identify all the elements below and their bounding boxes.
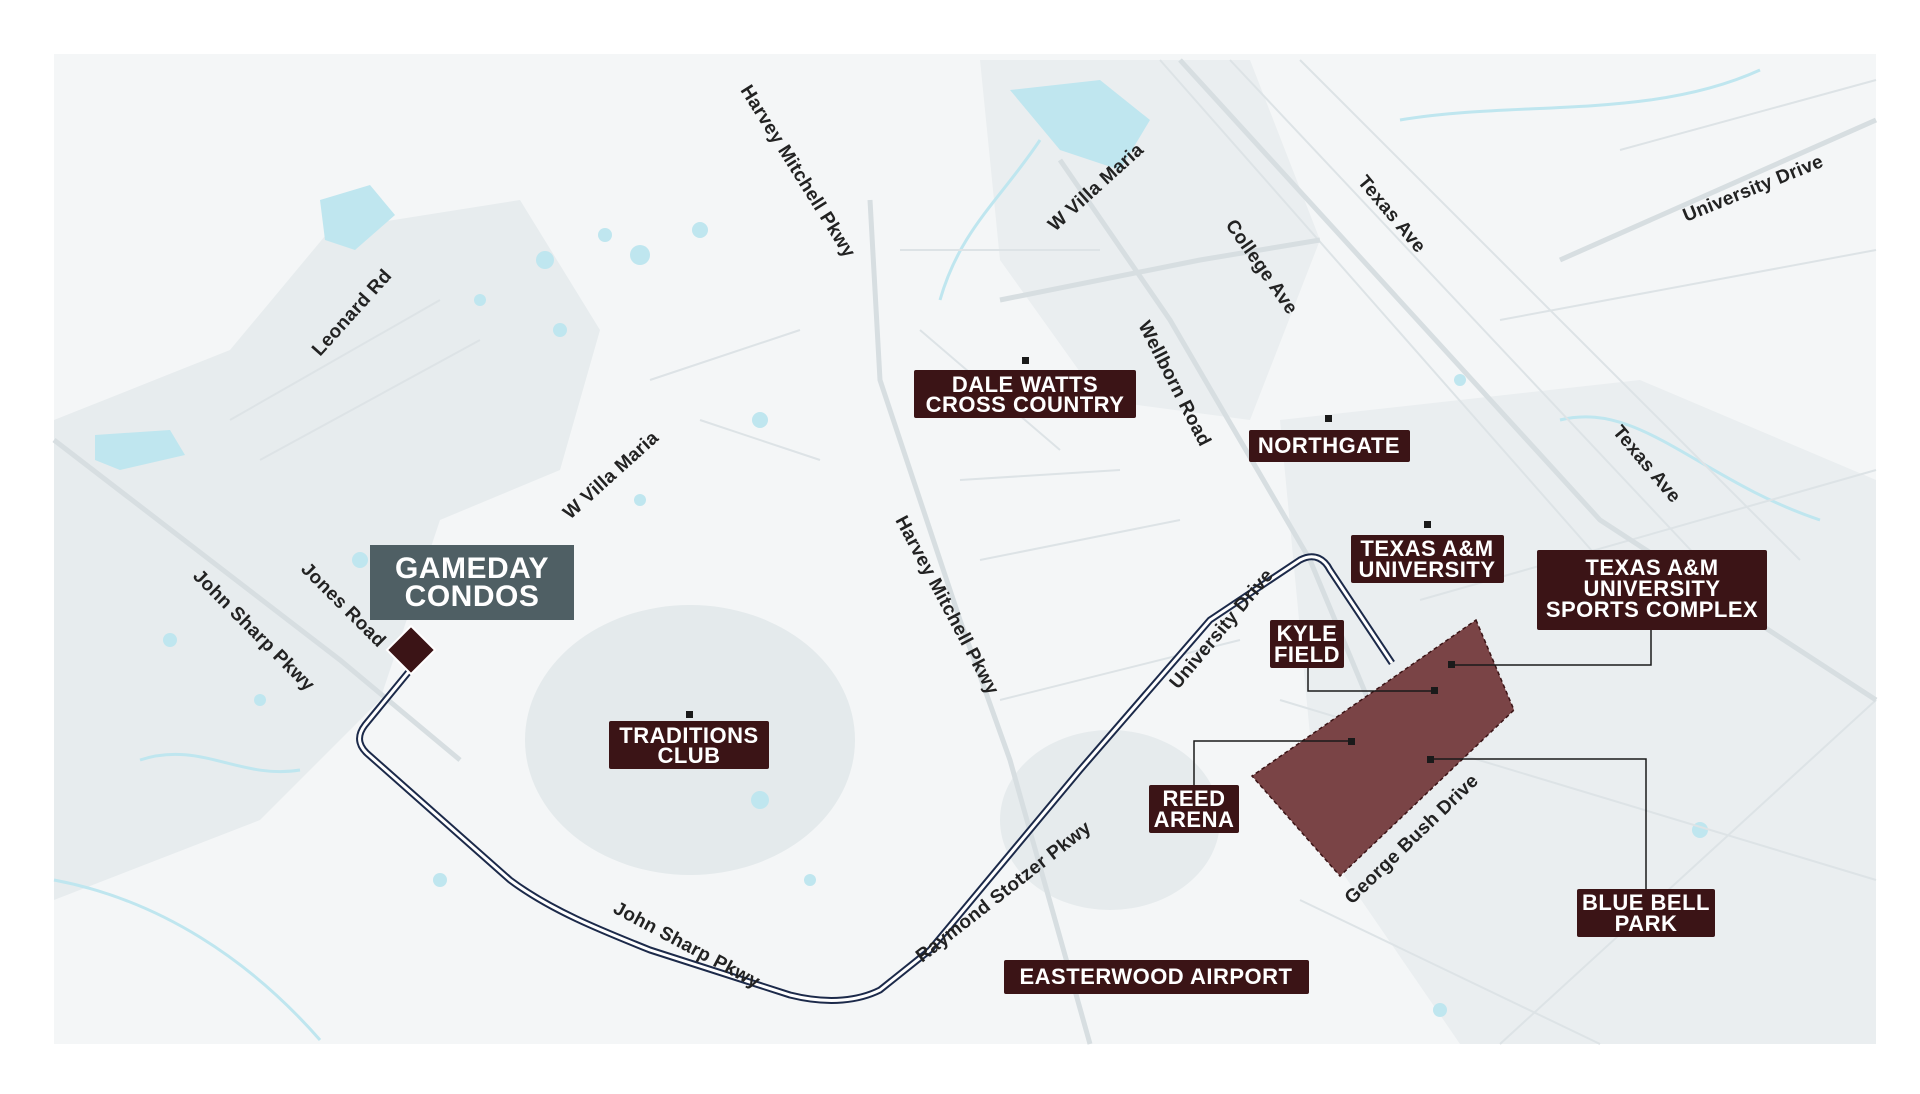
kyle-field-line2: FIELD (1274, 642, 1340, 667)
sports-complex-line2: UNIVERSITY (1583, 576, 1720, 601)
place-label-easterwood[interactable]: EASTERWOOD AIRPORT (1004, 960, 1309, 994)
water-bodies (95, 80, 1708, 1017)
home-label-line2: CONDOS (405, 580, 540, 613)
sports-complex-line1: TEXAS A&M (1585, 555, 1718, 580)
traditions-line1: TRADITIONS (619, 723, 758, 748)
place-label-reed-arena[interactable]: REED ARENA (1149, 785, 1239, 833)
home-label-line1: GAMEDAY (395, 552, 549, 585)
urban-area-west (54, 200, 600, 900)
place-label-traditions[interactable]: TRADITIONS CLUB (609, 721, 769, 769)
blue-bell-line2: PARK (1615, 911, 1678, 936)
place-label-sports-complex[interactable]: TEXAS A&M UNIVERSITY SPORTS COMPLEX (1537, 550, 1767, 630)
campus-polygon (1250, 618, 1515, 878)
place-label-dale-watts[interactable]: DALE WATTS CROSS COUNTRY (914, 370, 1136, 418)
sports-complex-line3: SPORTS COMPLEX (1546, 597, 1758, 622)
dale-watts-line1: DALE WATTS (952, 372, 1098, 397)
place-label-kyle-field[interactable]: KYLE FIELD (1270, 620, 1344, 668)
creeks (53, 68, 1821, 1041)
easterwood-line1: EASTERWOOD AIRPORT (1019, 964, 1292, 989)
street-grid (229, 59, 1877, 1045)
blue-bell-line1: BLUE BELL (1582, 890, 1710, 915)
northgate-line1: NORTHGATE (1258, 433, 1400, 458)
major-roads (52, 58, 1878, 1045)
texas-am-line1: TEXAS A&M (1360, 536, 1493, 561)
reed-arena-line2: ARENA (1154, 807, 1235, 832)
route-gameday-to-campus (356, 553, 1395, 1004)
home-marker[interactable] (385, 624, 437, 676)
place-label-northgate[interactable]: NORTHGATE (1249, 430, 1410, 462)
location-points (686, 357, 1455, 763)
dale-watts-line2: CROSS COUNTRY (926, 392, 1125, 417)
traditions-line2: CLUB (657, 743, 720, 768)
place-label-texas-am[interactable]: TEXAS A&M UNIVERSITY (1351, 535, 1504, 583)
leader-lines (1193, 627, 1652, 889)
texas-am-line2: UNIVERSITY (1358, 557, 1495, 582)
kyle-field-line1: KYLE (1277, 621, 1338, 646)
home-label[interactable]: GAMEDAY CONDOS (370, 545, 574, 620)
reed-arena-line1: REED (1162, 786, 1225, 811)
place-label-blue-bell[interactable]: BLUE BELL PARK (1577, 889, 1715, 937)
airport-area (1000, 730, 1220, 910)
